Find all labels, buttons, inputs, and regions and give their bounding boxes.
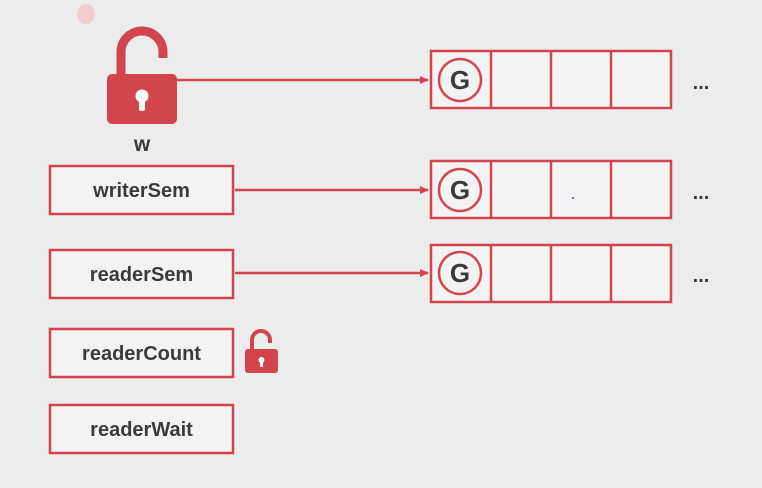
goroutine-label: G [450,258,470,288]
goroutine-circle [437,167,483,213]
field-label: readerCount [82,343,201,365]
queue-w: G ... [429,49,710,110]
mutex-w-lock-icon [107,26,177,124]
field-reader-sem: readerSem [48,248,235,300]
queue-reader-sem: G ... [429,243,710,304]
field-label: readerWait [90,419,193,441]
reader-count-lock-icon [245,329,278,373]
queue-ellipsis: ... [693,182,710,204]
queue-ellipsis: ... [693,72,710,94]
queue-ellipsis: ... [693,265,710,287]
goroutine-circle [437,57,483,103]
field-label: readerSem [90,264,193,286]
faint-mark [77,4,95,24]
field-reader-count: readerCount [48,327,235,379]
goroutine-circle [437,250,483,296]
field-reader-wait: readerWait [48,403,235,455]
lock-label: w [133,133,151,156]
goroutine-label: G [450,65,470,95]
queue-writer-sem: G ... [429,159,710,220]
stray-dot [572,197,574,199]
goroutine-label: G [450,175,470,205]
field-label: writerSem [92,180,190,202]
field-writer-sem: writerSem [48,164,235,216]
